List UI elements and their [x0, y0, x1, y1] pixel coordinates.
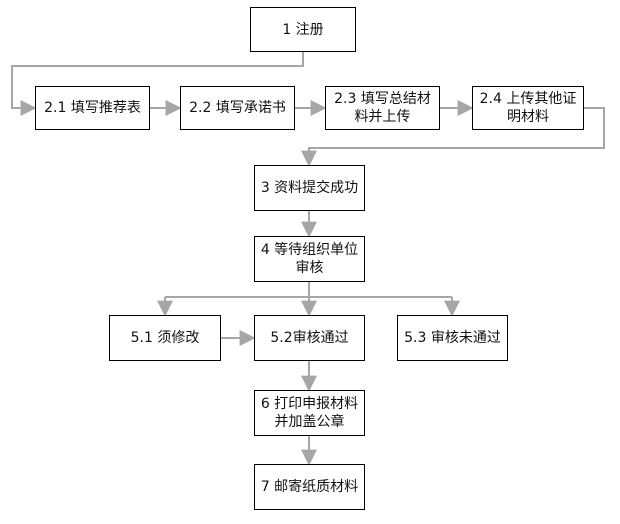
step-await-review-label: 4 等待组织单位审核: [260, 242, 359, 276]
step-needs-revision: 5.1 须修改: [109, 315, 221, 361]
step-submit-success-label: 3 资料提交成功: [260, 180, 359, 196]
step-await-review: 4 等待组织单位审核: [254, 236, 365, 282]
step-mail-materials: 7 邮寄纸质材料: [254, 464, 365, 510]
step-print-and-stamp: 6 打印申报材料并加盖公章: [254, 390, 365, 436]
step-print-and-stamp-label: 6 打印申报材料并加盖公章: [260, 396, 359, 430]
step-fill-commitment: 2.2 填写承诺书: [180, 86, 295, 130]
step-upload-certificates: 2.4 上传其他证明材料: [472, 86, 584, 130]
step-review-failed: 5.3 审核未通过: [397, 315, 508, 361]
step-register-label: 1 注册: [282, 21, 324, 38]
step-review-passed-label: 5.2审核通过: [270, 330, 349, 346]
step-needs-revision-label: 5.1 须修改: [130, 330, 200, 346]
step-mail-materials-label: 7 邮寄纸质材料: [260, 479, 359, 495]
step-fill-commitment-label: 2.2 填写承诺书: [189, 100, 286, 116]
step-upload-summary: 2.3 填写总结材料并上传: [325, 86, 440, 130]
step-upload-certificates-label: 2.4 上传其他证明材料: [479, 91, 577, 125]
edge-register-to-recommendation: [11, 52, 304, 116]
step-fill-recommendation: 2.1 填写推荐表: [35, 86, 150, 130]
step-review-passed: 5.2审核通过: [254, 315, 365, 361]
step-upload-summary-label: 2.3 填写总结材料并上传: [334, 91, 431, 125]
edge-certificates-to-submit: [301, 107, 605, 167]
step-submit-success: 3 资料提交成功: [254, 165, 365, 211]
step-review-failed-label: 5.3 审核未通过: [404, 330, 501, 346]
step-register: 1 注册: [250, 7, 356, 52]
step-fill-recommendation-label: 2.1 填写推荐表: [44, 100, 141, 116]
